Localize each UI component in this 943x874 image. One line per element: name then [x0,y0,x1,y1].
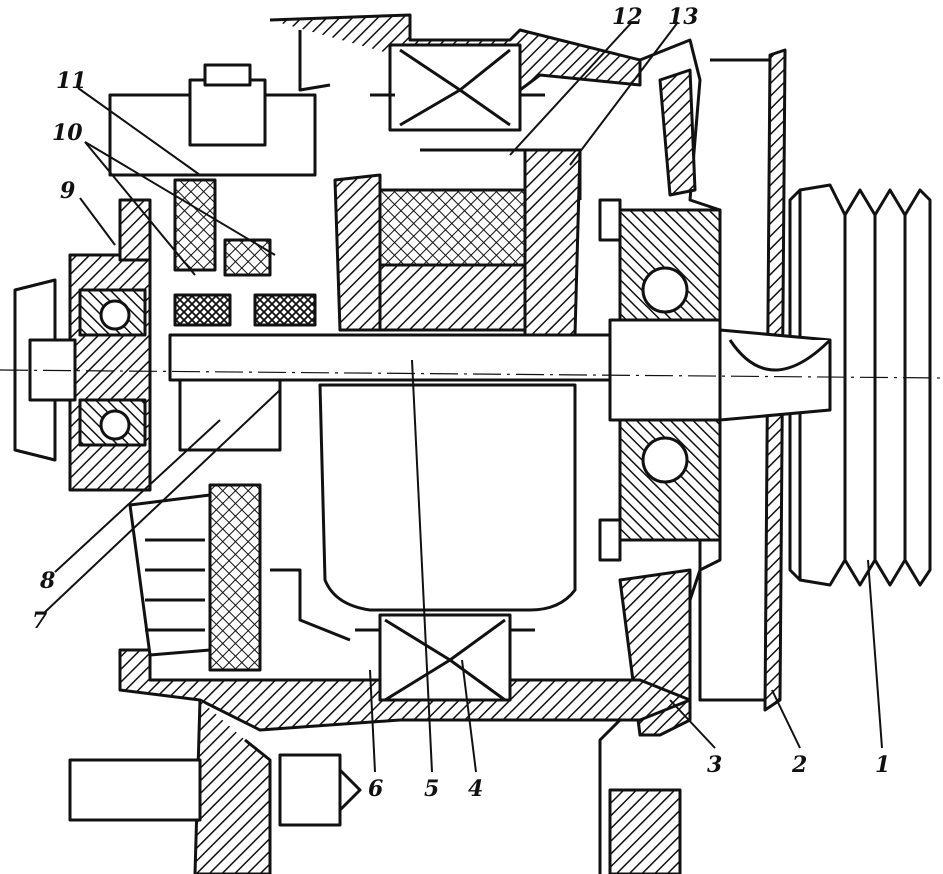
leader-7 [44,389,281,613]
housing-lower [68,648,692,874]
leader-8 [54,419,221,573]
pulley [788,183,932,587]
callout-9: 9 [60,178,75,204]
callout-3: 3 [707,752,722,778]
stator-winding-lower [355,613,535,707]
callout-1: 1 [875,752,890,778]
stator-housing [269,13,642,132]
callout-7: 7 [32,608,48,634]
leader-1 [867,559,883,749]
callout-labels: 1 2 3 4 5 6 7 8 9 10 11 12 13 [32,4,890,802]
leader-3 [669,699,716,749]
front-cover [598,38,722,874]
leader-10a [84,141,196,276]
leader-13 [569,21,679,166]
callout-12: 12 [612,4,643,30]
rectifier [128,378,351,672]
rear-cover [13,198,152,492]
slip-rings [173,293,317,327]
leader-6 [369,669,376,773]
leader-12 [509,21,633,156]
callout-10: 10 [52,120,83,146]
callout-11: 11 [56,68,87,94]
callout-4: 4 [468,776,483,802]
axis-centerline [0,369,943,379]
rotor [318,148,582,612]
callout-8: 8 [39,568,55,594]
leader-4 [461,659,477,773]
leader-10b [84,141,276,256]
leader-9 [79,197,116,246]
leader-lines [44,21,883,773]
shaft [168,318,832,422]
callout-6: 6 [368,776,383,802]
brush-holder [108,63,317,277]
callout-2: 2 [791,752,807,778]
leader-11 [77,87,201,176]
callout-5: 5 [424,776,439,802]
leader-5 [411,359,433,773]
callout-13: 13 [668,4,699,30]
leader-2 [771,689,801,749]
